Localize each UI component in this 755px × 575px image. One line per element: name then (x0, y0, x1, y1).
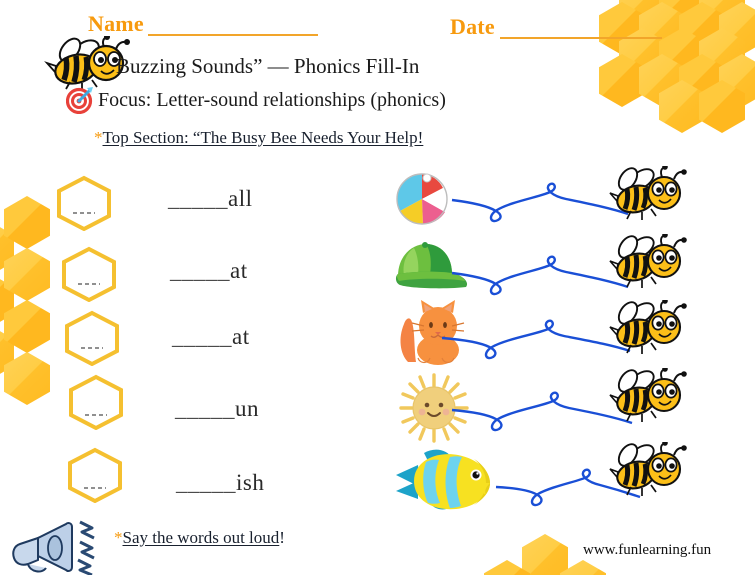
bee-icon (608, 164, 688, 233)
beach-ball-icon (393, 168, 451, 231)
baseball-cap-icon (392, 240, 472, 295)
word-blank-row: _____un (175, 396, 259, 422)
word-blank[interactable]: _____ (176, 470, 236, 495)
date-label: Date (450, 14, 495, 39)
word-blank[interactable]: _____ (172, 324, 232, 349)
word-blank[interactable]: _____ (168, 186, 228, 211)
word-blank-row: _____ish (176, 470, 264, 496)
bee-icon (608, 440, 688, 509)
name-input-rule[interactable] (148, 34, 318, 36)
say-aloud-text: Say the words out loud (122, 528, 280, 547)
section-heading-star: * (94, 128, 103, 147)
honeycomb-decoration-top-right (599, 0, 755, 133)
word-blank-row: _____all (168, 186, 253, 212)
answer-hexagon[interactable] (67, 374, 123, 430)
word-ending: un (235, 396, 259, 421)
target-dart-icon (65, 86, 94, 119)
worksheet-title: Buzzing Sounds” — Phonics Fill-In (116, 54, 420, 78)
word-blank-row: _____at (170, 258, 248, 284)
answer-hexagon[interactable] (60, 246, 116, 302)
date-input-rule[interactable] (500, 37, 662, 39)
word-blank[interactable]: _____ (175, 396, 235, 421)
bee-icon (608, 232, 688, 301)
bee-icon (608, 298, 688, 367)
name-label: Name (88, 11, 144, 36)
answer-hexagon[interactable] (66, 447, 122, 503)
answer-hexagon[interactable] (55, 175, 111, 231)
word-blank[interactable]: _____ (170, 258, 230, 283)
bee-icon (608, 366, 688, 435)
section-heading-text: Top Section: “The Busy Bee Needs Your He… (102, 128, 424, 147)
section-heading: *Top Section: “The Busy Bee Needs Your H… (94, 128, 423, 148)
word-ending: all (228, 186, 253, 211)
honeycomb-decoration-left (0, 196, 58, 405)
word-ending: ish (236, 470, 265, 495)
megaphone-icon (8, 518, 116, 575)
sun-icon (398, 372, 470, 449)
say-aloud-star: * (114, 528, 123, 547)
bee-icon (44, 34, 134, 95)
website-footer: www.funlearning.fun (583, 542, 712, 558)
focus-text: Focus: Letter-sound relationships (phoni… (98, 89, 446, 111)
say-aloud-exclamation: ! (279, 528, 285, 547)
word-blank-row: _____at (172, 324, 250, 350)
say-aloud-note: *Say the words out loud! (114, 528, 285, 548)
answer-hexagon[interactable] (63, 310, 119, 366)
word-ending: at (232, 324, 250, 349)
word-ending: at (230, 258, 248, 283)
cat-icon (394, 300, 466, 371)
fish-icon (392, 443, 498, 520)
